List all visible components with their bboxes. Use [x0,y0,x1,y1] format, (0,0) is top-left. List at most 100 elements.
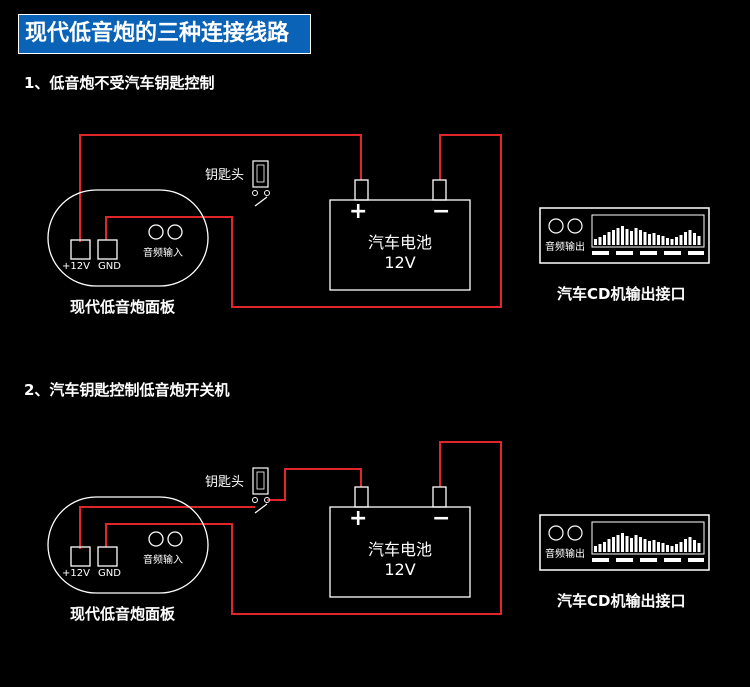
key-icon [252,160,269,188]
equalizer-bar [688,537,692,552]
equalizer-bar [607,232,611,245]
panel-caption: 现代低音炮面板 [70,298,176,316]
equalizer-bar [648,541,651,552]
battery-voltage: 12V [384,253,416,272]
panel-12v-label: +12V [62,261,90,272]
audio-in-jack-left [148,531,164,547]
panel-12v-label: +12V [62,568,90,579]
subwoofer-panel [47,189,209,287]
cd-caption: 汽车CD机输出接口 [557,285,686,303]
equalizer-bar [630,538,633,552]
cd-display [591,214,705,248]
wire-gnd [105,441,502,615]
wire-key-to-battery [267,468,362,501]
equalizer-bar [612,230,615,245]
equalizer-bar [652,540,656,552]
terminal-12v [70,239,91,260]
equalizer-bar [684,539,687,552]
battery-plus-sign: + [349,199,368,224]
equalizer-bar [648,234,651,245]
equalizer-bar [594,239,597,245]
battery-name: 汽车电池 [367,233,432,252]
subwoofer-panel [47,496,209,594]
equalizer-bar [598,237,602,245]
equalizer-bar [594,546,597,552]
diagram-2-drawing [47,441,710,615]
equalizer-bar [684,232,687,245]
equalizer-bars [594,533,701,552]
wire-gnd [105,134,502,308]
battery [329,506,471,598]
equalizer-bar [621,533,624,552]
wire-12v [79,134,362,242]
wire-12v-via-key [79,506,255,549]
equalizer-bar [670,546,674,552]
equalizer-bar [657,542,660,552]
audio-in-jack-right [167,224,183,240]
equalizer-bar [598,544,602,552]
audio-in-jack-left [148,224,164,240]
equalizer-bar [688,230,692,245]
equalizer-bars [594,226,701,245]
key-switch-lever [254,196,268,207]
wiring-diagram-1: 钥匙头 +12V GND 音频输入 现代低音炮面板 + − 汽车电池 12V 音… [0,120,750,380]
cd-audio-out-label: 音频输出 [545,242,585,253]
equalizer-bar [661,236,665,245]
battery-minus-sign: − [432,506,451,531]
panel-gnd-label: GND [98,568,121,579]
equalizer-bar [625,536,629,552]
equalizer-bar [616,228,620,245]
battery-minus-post [432,179,447,201]
equalizer-bar [621,226,624,245]
equalizer-bar [634,535,638,552]
terminal-12v [70,546,91,567]
panel-audio-in-label: 音频输入 [143,248,183,259]
equalizer-bar [603,235,606,245]
cd-audio-out-label: 音频输出 [545,549,585,560]
key-label: 钥匙头 [205,168,245,183]
battery [329,199,471,291]
panel-audio-in-label: 音频输入 [143,555,183,566]
equalizer-bar [675,544,678,552]
equalizer-bar [630,231,633,245]
cd-output-unit [539,207,710,264]
section-2-heading: 2、汽车钥匙控制低音炮开关机 [24,381,230,399]
equalizer-bar [670,239,674,245]
key-label: 钥匙头 [205,475,245,490]
equalizer-bar [612,537,615,552]
battery-plus-sign: + [349,506,368,531]
panel-gnd-label: GND [98,261,121,272]
equalizer-bar [666,238,669,245]
panel-caption: 现代低音炮面板 [70,605,176,623]
battery-minus-post [432,486,447,508]
equalizer-bar [657,235,660,245]
audio-in-jack-right [167,531,183,547]
equalizer-bar [679,235,683,245]
equalizer-bar [697,543,701,552]
diagram-1-drawing [47,134,710,308]
cd-caption: 汽车CD机输出接口 [557,592,686,610]
equalizer-bar [643,232,647,245]
equalizer-bar [643,539,647,552]
wiring-diagram-2: 钥匙头 +12V GND 音频输入 现代低音炮面板 + − 汽车电池 12V 音… [0,427,750,687]
battery-minus-sign: − [432,199,451,224]
equalizer-bar [652,233,656,245]
equalizer-bar [661,543,665,552]
equalizer-bar [666,545,669,552]
battery-name: 汽车电池 [367,540,432,559]
battery-plus-post [354,486,369,508]
equalizer-bar [625,229,629,245]
equalizer-bar [634,228,638,245]
equalizer-bar [675,237,678,245]
battery-plus-post [354,179,369,201]
key-switch-lever [254,503,268,514]
cd-output-unit [539,514,710,571]
terminal-gnd [97,239,118,260]
equalizer-bar [693,540,696,552]
equalizer-bar [607,539,611,552]
equalizer-bar [616,535,620,552]
equalizer-bar [679,542,683,552]
equalizer-bar [603,542,606,552]
equalizer-bar [639,230,642,245]
page-title: 现代低音炮的三种连接线路 [18,14,311,54]
